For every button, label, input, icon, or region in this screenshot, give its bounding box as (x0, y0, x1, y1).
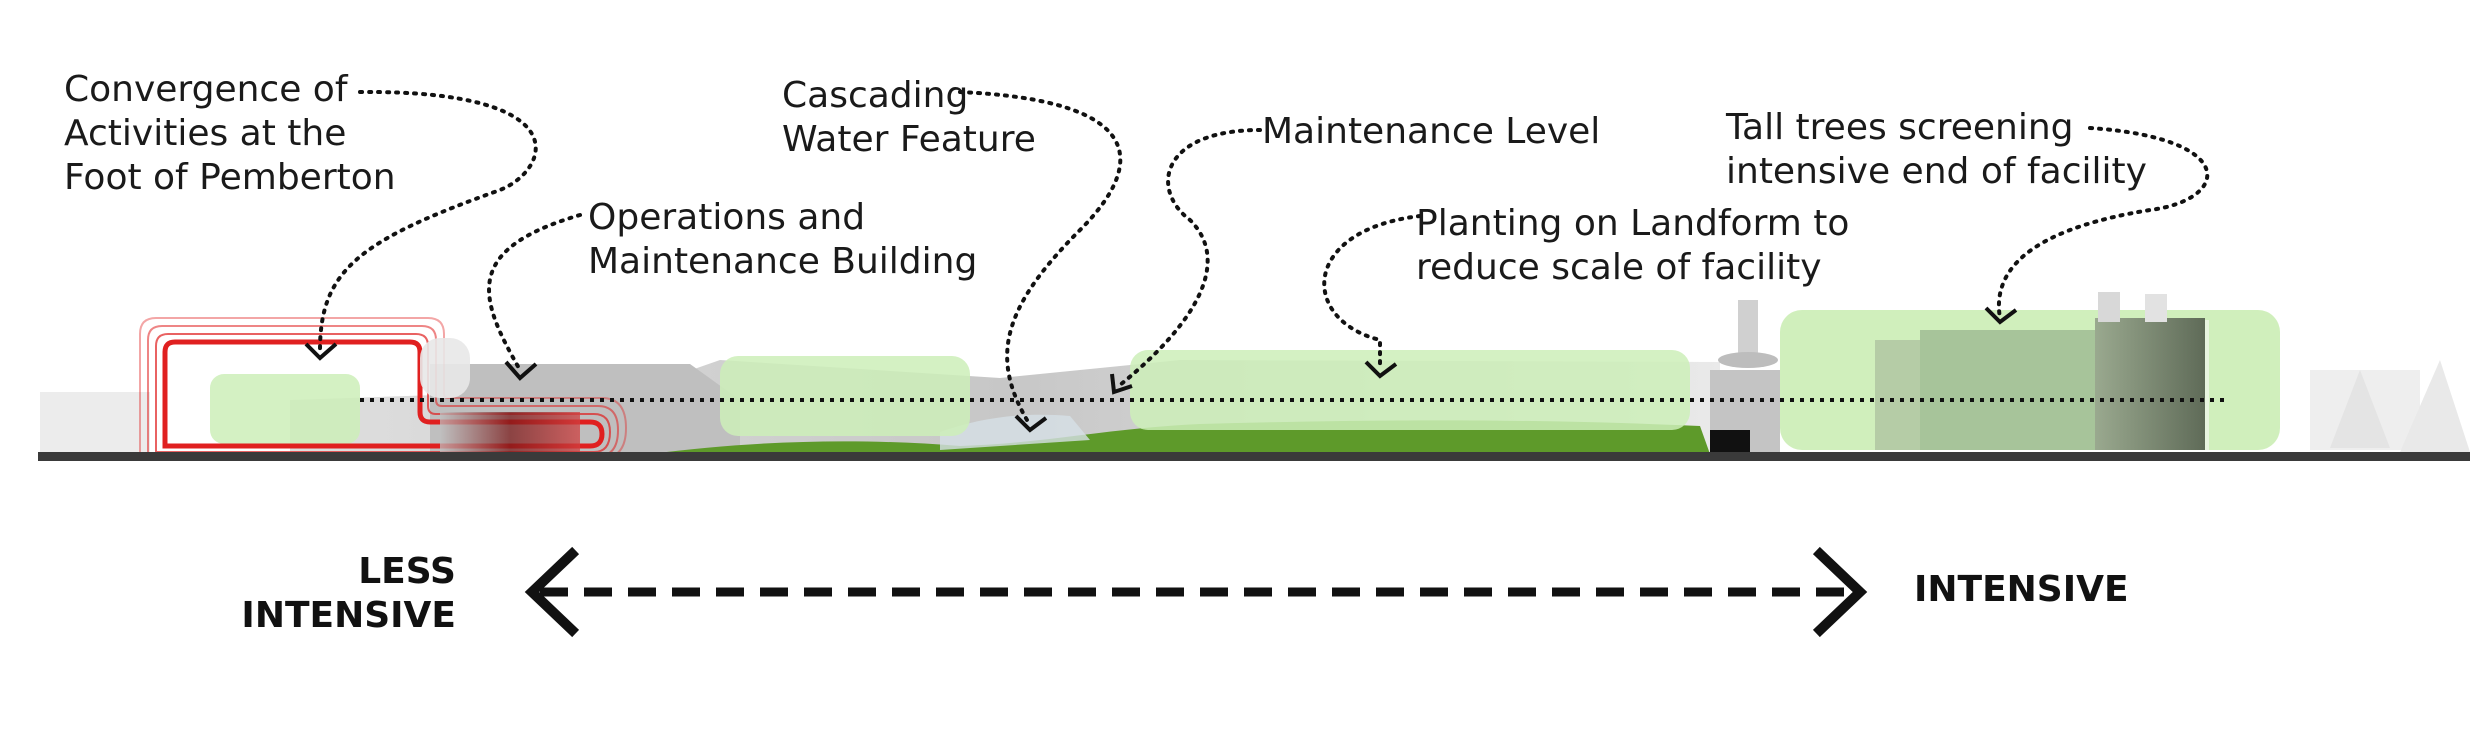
ground-line (38, 452, 2470, 461)
foot-of-pemberton-form (420, 338, 470, 398)
planting-zone-middle (1130, 350, 1690, 430)
planting-zone-left (720, 356, 970, 436)
label-cascading: Cascading Water Feature (782, 75, 1036, 160)
label-maintenance-level: Maintenance Level (1262, 111, 1601, 152)
facility-opening (1710, 430, 1750, 454)
right-tree-silhouette (2330, 370, 2390, 448)
leader-lines (318, 89, 2210, 427)
intensity-scale-arrow (524, 546, 1868, 638)
facility-stack-base (1718, 352, 1778, 368)
red-stair-stack (440, 412, 580, 452)
facility-main-block (1920, 330, 2100, 450)
facility-dark-block (2095, 318, 2205, 450)
label-trees: Tall trees screening intensive end of fa… (1726, 107, 2147, 192)
planting-zone-red-area (210, 374, 360, 444)
facility-edge (2205, 320, 2209, 450)
facility-chimney-2 (2145, 294, 2167, 322)
leader-planting (1322, 214, 1422, 372)
label-operations: Operations and Maintenance Building (588, 197, 978, 282)
leader-convergence (318, 89, 538, 352)
facility-stack (1738, 300, 1758, 360)
leader-arrowheads (304, 306, 2018, 433)
label-less-intensive: LESS INTENSIVE (241, 551, 456, 636)
facility-chimney-1 (2098, 292, 2120, 322)
water-cascade (940, 414, 1090, 450)
leader-operations (487, 213, 582, 372)
label-intensive: INTENSIVE (1914, 569, 2129, 610)
leader-maintenance (1118, 128, 1262, 387)
left-background-form (40, 392, 150, 454)
label-convergence: Convergence of Activities at the Foot of… (64, 69, 396, 198)
label-planting: Planting on Landform to reduce scale of … (1416, 203, 1850, 288)
right-tree-silhouette-2 (2400, 360, 2470, 452)
leader-cascading (958, 90, 1123, 427)
scale-left-arrowhead (524, 546, 580, 638)
scale-right-arrowhead (1812, 546, 1868, 638)
facility-block-1 (1875, 340, 1925, 450)
leader-trees (1996, 126, 2210, 320)
